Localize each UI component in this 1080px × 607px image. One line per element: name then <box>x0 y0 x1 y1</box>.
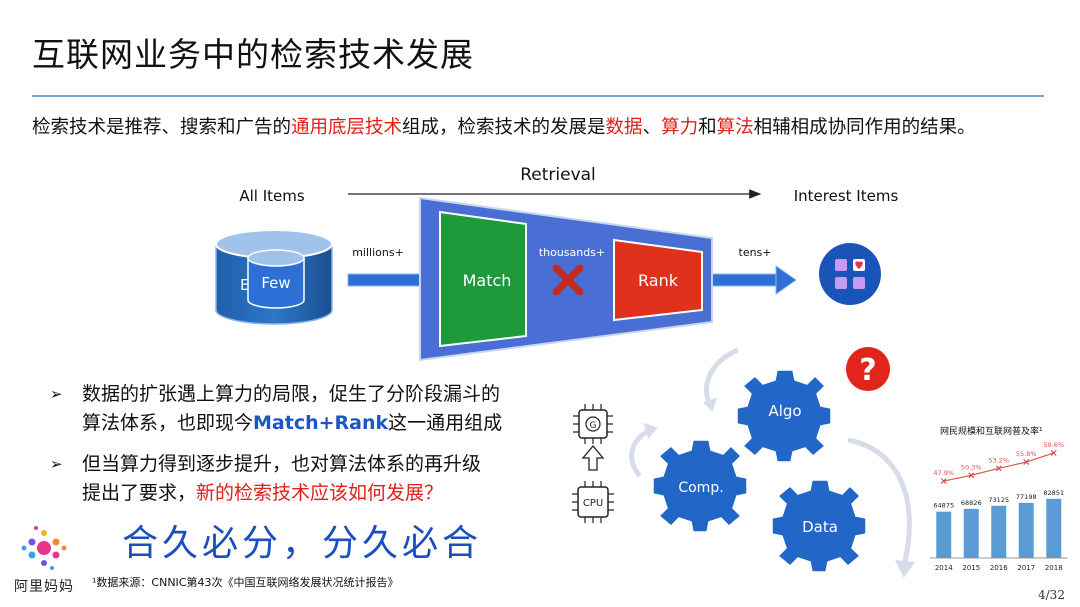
chart-rate-point <box>968 472 975 479</box>
svg-text:?: ? <box>859 353 876 388</box>
subtitle-highlight-general-tech: 通用底层技术 <box>291 117 403 138</box>
retrieval-label: Retrieval <box>520 165 596 185</box>
chart-rate-label: 59.6% <box>1043 441 1064 449</box>
svg-text:Comp.: Comp. <box>678 480 723 496</box>
svg-text:Algo: Algo <box>768 402 801 420</box>
subtitle-sep1: 、 <box>642 117 662 138</box>
chart-rate-point <box>1023 459 1030 466</box>
page-number: 4/32 <box>1038 588 1065 602</box>
svg-text:Rank: Rank <box>638 271 679 290</box>
question-icon: ? <box>846 347 890 391</box>
chart-tick-label: 2016 <box>990 564 1008 572</box>
algo-gear: Algo <box>736 369 832 463</box>
tens-label: tens+ <box>739 246 772 259</box>
blocked-x-icon <box>552 264 584 296</box>
curved-arrow-1 <box>704 347 739 406</box>
chart-rate-label: 53.2% <box>988 456 1009 464</box>
chart-title: 网民规模和互联网普及率¹ <box>940 427 1043 437</box>
bullet-arrow-icon: ➢ <box>50 385 63 403</box>
bullet-2-line2a: 提出了要求， <box>82 482 197 504</box>
comp-gear: Comp. <box>652 439 748 533</box>
chart-tick-label: 2014 <box>935 564 953 572</box>
thousands-label: thousands+ <box>539 246 605 259</box>
alimama-logo-icon <box>21 526 67 570</box>
subtitle-highlight-algo: 算法 <box>716 117 754 138</box>
bullet-arrow-icon: ➢ <box>50 455 63 473</box>
chart-rate-point <box>940 478 947 484</box>
chart-tick-label: 2015 <box>962 564 980 572</box>
chart-bar-label: 82851 <box>1043 489 1064 497</box>
bullet-1-line2c: 这一通用组成 <box>388 412 503 434</box>
subtitle-part3: 相辅相成协同作用的结果。 <box>753 117 976 138</box>
subtitle-part1: 检索技术是推荐、搜索和广告的 <box>32 117 292 138</box>
svg-text:G: G <box>590 421 597 431</box>
match-box: Match <box>439 210 527 348</box>
bullet-1-line1: 数据的扩张遇上算力的局限，促生了分阶段漏斗的 <box>82 383 501 405</box>
rank-box: Rank <box>613 238 703 322</box>
chart-bar <box>936 511 952 558</box>
chart-rate-label: 55.8% <box>1016 450 1037 458</box>
subtitle: 检索技术是推荐、搜索和广告的通用底层技术组成，检索技术的发展是数据、算力和算法相… <box>32 113 976 139</box>
chart-bar-label: 68826 <box>961 499 982 507</box>
bullet-1-match-rank: Match+Rank <box>253 412 389 434</box>
upgrade-arrow-icon <box>581 444 605 471</box>
svg-text:Data: Data <box>802 518 838 536</box>
footnote: ¹数据来源：CNNIC第43次《中国互联网络发展状况统计报告》 <box>92 576 399 589</box>
chart-bar-label: 64875 <box>933 502 954 510</box>
curved-arrow-2 <box>629 427 652 478</box>
subtitle-highlight-data: 数据 <box>605 117 643 138</box>
chart-rate-label: 50.3% <box>961 463 982 471</box>
gpu-chip-icon: G <box>573 404 613 444</box>
svg-text:CPU: CPU <box>583 498 603 509</box>
subtitle-sep2: 和 <box>698 117 717 138</box>
chart-bar-label: 73125 <box>988 496 1009 504</box>
bullet-1-line2a: 算法体系，也即现今 <box>82 412 254 434</box>
database-icon: E Few <box>215 229 333 325</box>
chart-bar-label: 77198 <box>1016 493 1037 501</box>
svg-text:Match: Match <box>463 271 512 290</box>
motto: 合久必分，分久必合 <box>122 523 483 564</box>
svg-text:Few: Few <box>261 274 290 292</box>
subtitle-highlight-compute: 算力 <box>661 117 699 138</box>
data-gear: Data <box>771 479 867 573</box>
title-divider <box>32 95 1044 97</box>
page-title: 互联网业务中的检索技术发展 <box>32 35 474 74</box>
chart-rate-point <box>1050 450 1057 456</box>
chart-rate-point <box>995 465 1002 472</box>
cpu-chip-icon: CPU <box>572 481 614 523</box>
subtitle-part2: 组成，检索技术的发展是 <box>402 117 606 138</box>
millions-label: millions+ <box>352 246 404 259</box>
chart-tick-label: 2017 <box>1017 564 1035 572</box>
interest-items-label: Interest Items <box>794 187 899 205</box>
logo-text: 阿里妈妈 <box>14 579 74 595</box>
internet-users-chart: 64875 2014 47.9% 68826 2015 50.3% 73125 2016 53.… <box>930 441 1068 572</box>
curved-arrow-3 <box>847 437 912 567</box>
chart-bar <box>1018 502 1034 558</box>
chart-bar <box>1046 498 1062 558</box>
bullet-2-line1: 但当算力得到逐步提升，也对算法体系的再升级 <box>82 453 482 475</box>
chart-bar <box>963 508 979 558</box>
chart-bar <box>991 505 1007 558</box>
bullet-2-question: 新的检索技术应该如何发展？ <box>196 482 444 504</box>
all-items-label: All Items <box>239 187 305 205</box>
svg-text:E: E <box>240 276 249 294</box>
interest-items-icon <box>819 243 881 305</box>
chart-tick-label: 2018 <box>1045 564 1063 572</box>
chart-rate-label: 47.9% <box>933 469 954 477</box>
